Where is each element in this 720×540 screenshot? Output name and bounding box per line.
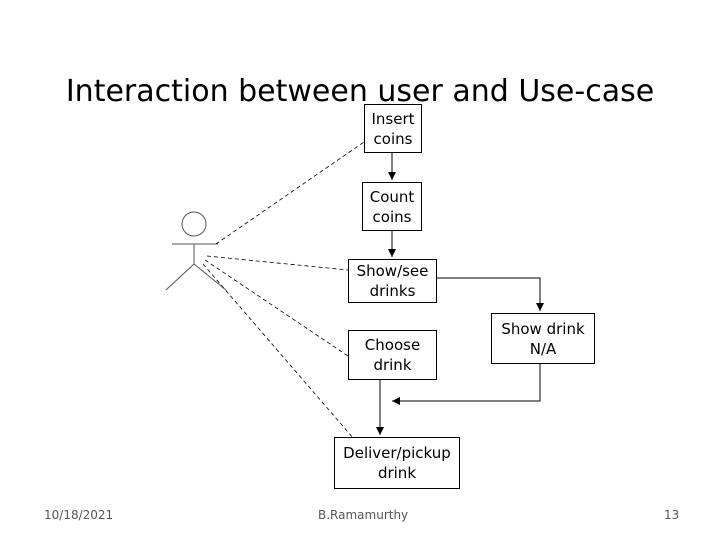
use-case-show-drink-na: Show drink N/A bbox=[491, 313, 595, 364]
footer-date: 10/18/2021 bbox=[44, 508, 114, 522]
flow-arrows bbox=[376, 153, 544, 435]
assoc-insert-coins bbox=[215, 141, 365, 245]
use-case-choose-drink: Choose drink bbox=[348, 330, 437, 380]
use-case-count-coins: Count coins bbox=[362, 182, 422, 231]
arrow-na-to-merge bbox=[392, 364, 541, 405]
assoc-show-see-drinks bbox=[206, 255, 349, 271]
use-case-insert-coins: Insert coins bbox=[364, 104, 422, 153]
use-case-deliver-pickup: Deliver/pickup drink bbox=[334, 437, 460, 489]
assoc-deliver-pickup bbox=[202, 263, 361, 447]
slide-title: Interaction between user and Use-case bbox=[65, 74, 655, 109]
actor-user-icon bbox=[165, 211, 227, 291]
use-case-show-see-drinks: Show/see drinks bbox=[348, 259, 437, 303]
footer-page-number: 13 bbox=[664, 508, 680, 522]
assoc-choose-drink bbox=[204, 259, 349, 357]
arrow-show-to-na bbox=[437, 277, 544, 311]
actor-associations bbox=[202, 141, 365, 447]
footer-author: B.Ramamurthy bbox=[318, 508, 409, 522]
